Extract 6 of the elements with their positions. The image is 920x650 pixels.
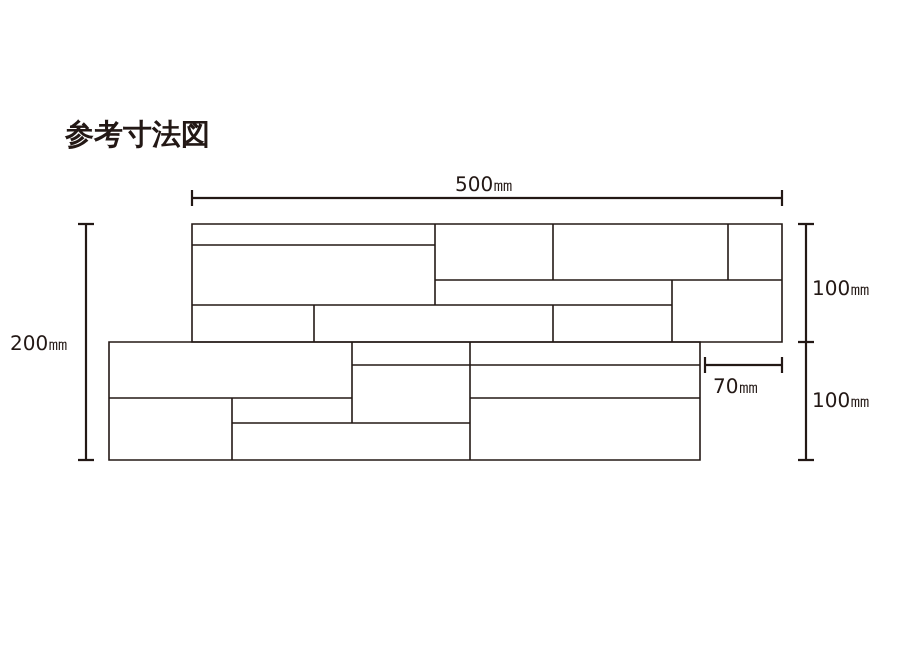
dimension-label: 200㎜ [10,333,68,353]
title: 参考寸法図 [65,120,210,149]
dimension-label: 100㎜ [812,390,870,410]
dimension-label: 100㎜ [812,278,870,298]
dimension-label: 70㎜ [713,376,758,396]
dimension-label: 500㎜ [455,174,514,194]
